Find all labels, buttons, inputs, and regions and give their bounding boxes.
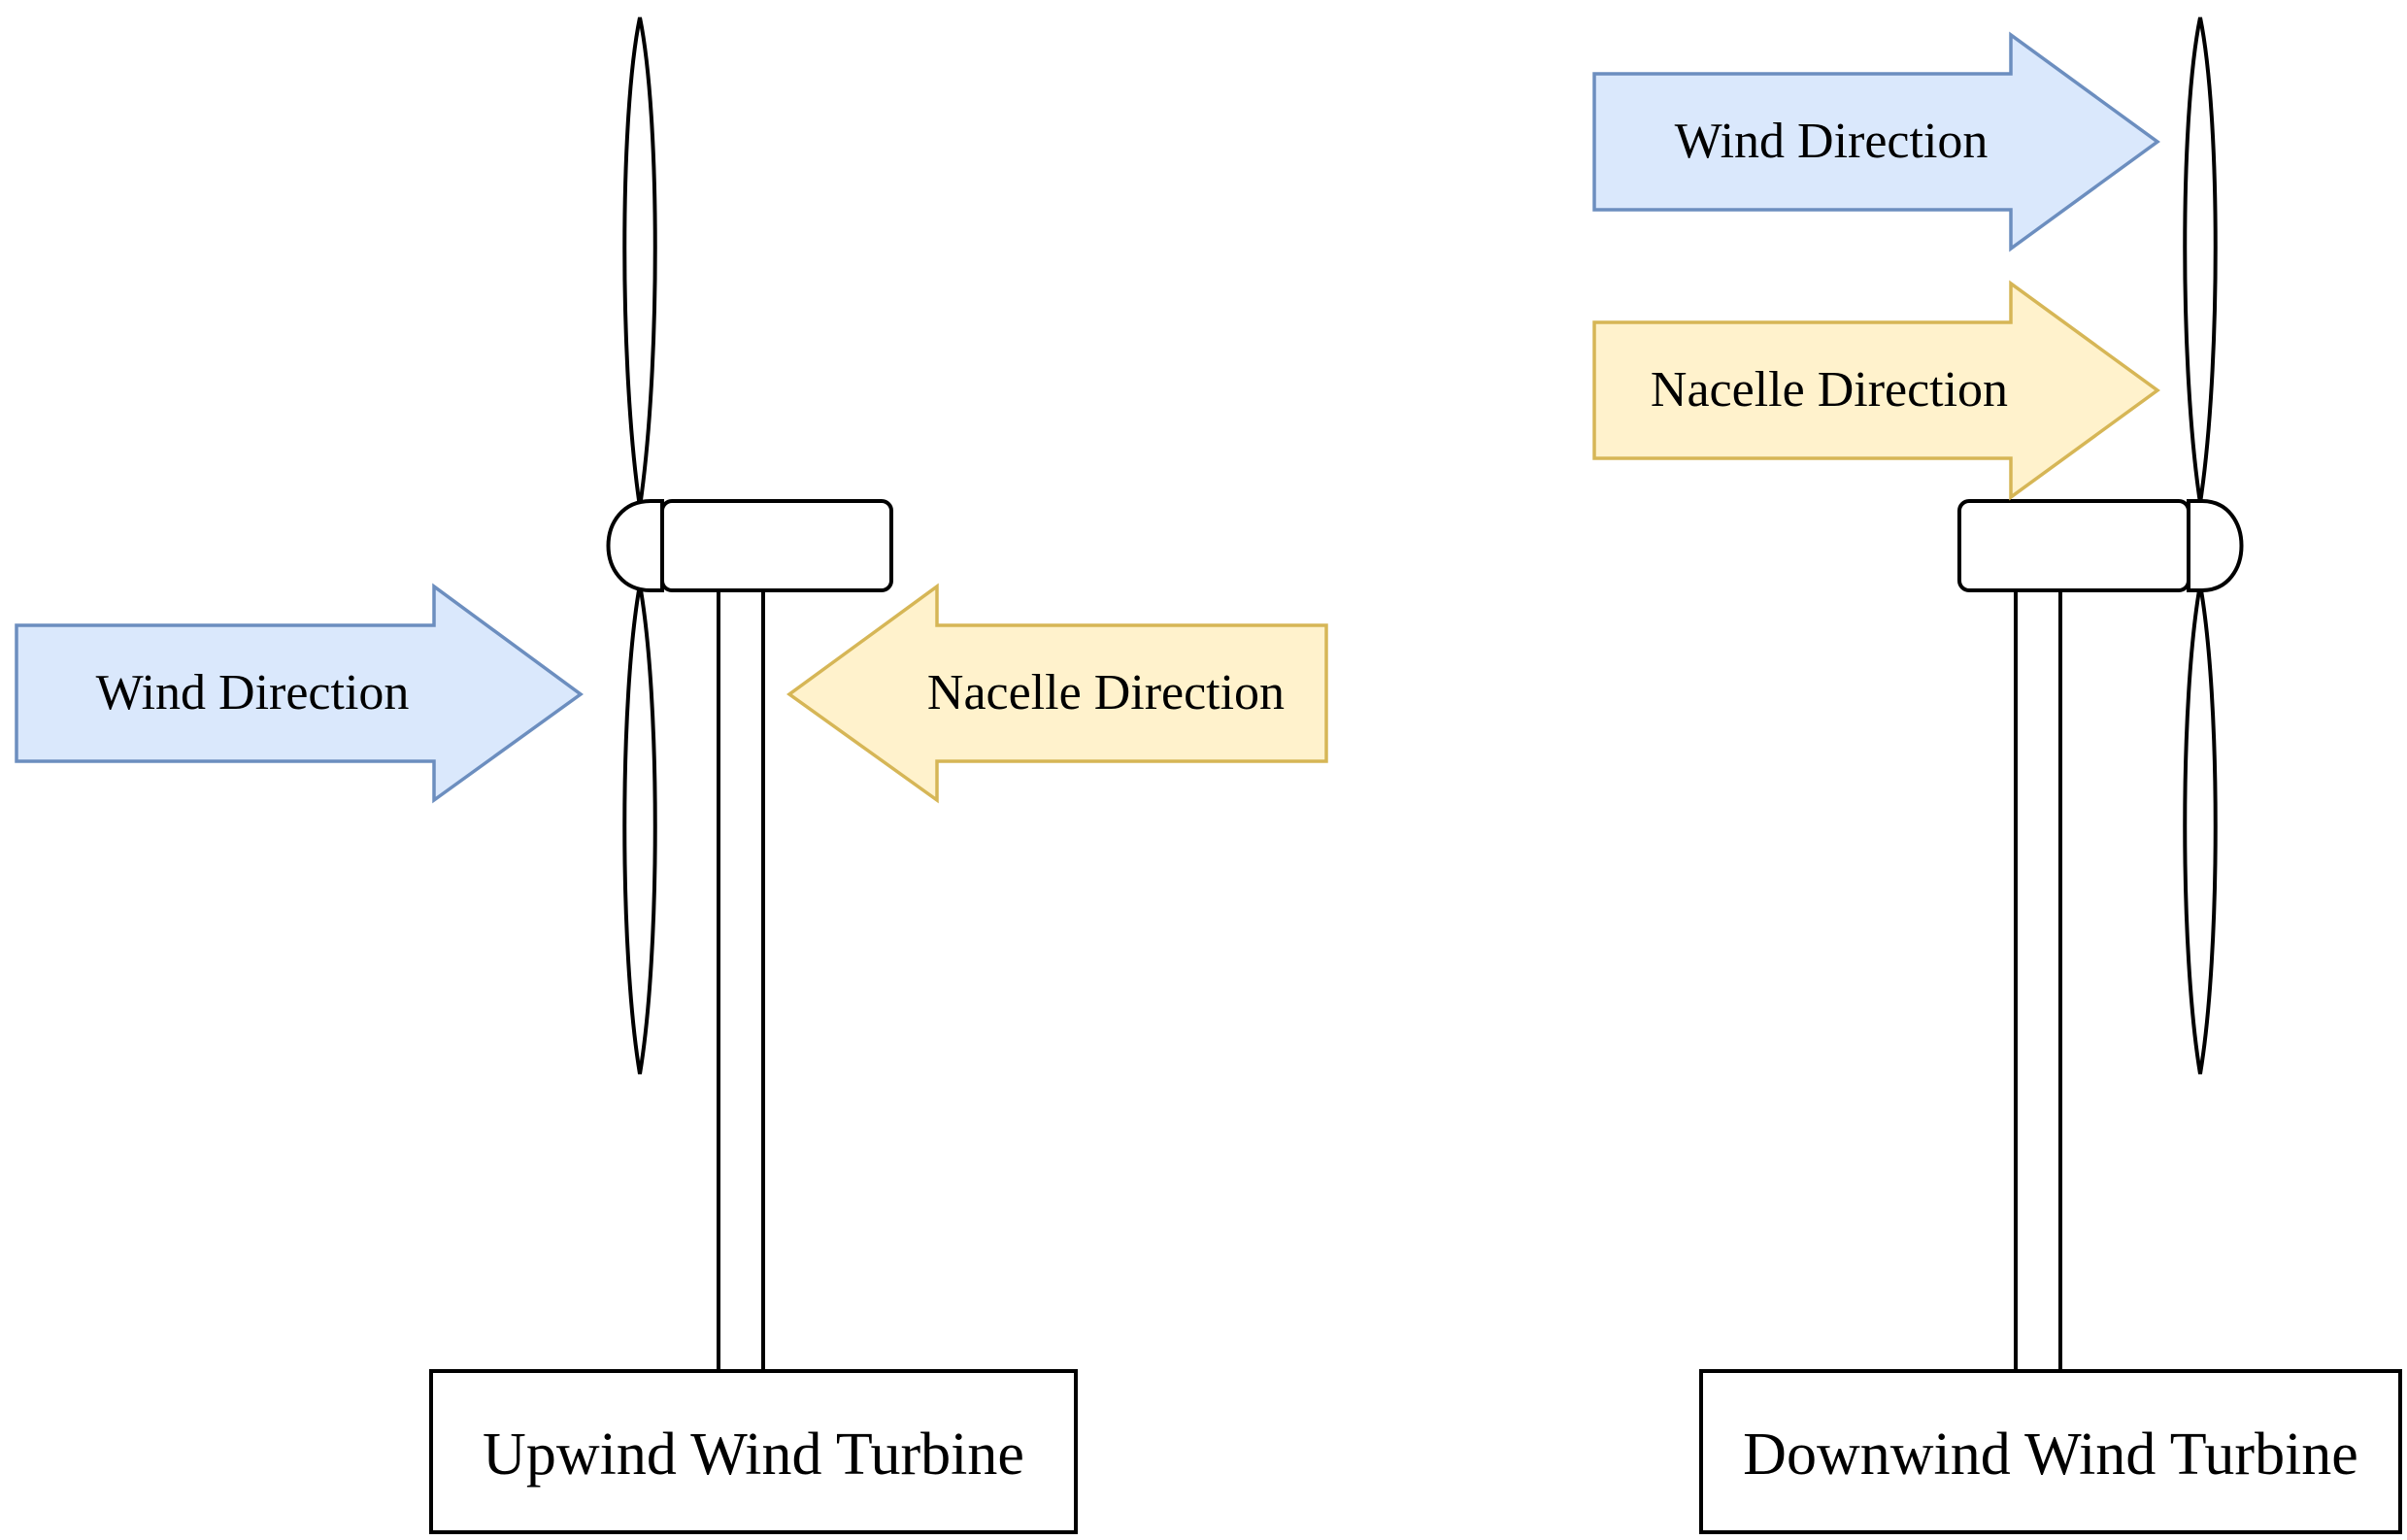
downwind-nacelle-arrow-label: Nacelle Direction bbox=[1651, 362, 2008, 418]
downwind-nacelle-arrow: Nacelle Direction bbox=[1592, 280, 2160, 501]
downwind-tower bbox=[2014, 586, 2062, 1373]
upwind-blade-top bbox=[622, 17, 657, 508]
upwind-nacelle-arrow-label: Nacelle Direction bbox=[927, 665, 1285, 720]
downwind-blade-bottom bbox=[2183, 584, 2218, 1075]
upwind-nacelle-arrow: Nacelle Direction bbox=[786, 583, 1328, 804]
downwind-nacelle bbox=[1957, 499, 2190, 592]
downwind-wind-arrow-label: Wind Direction bbox=[1675, 114, 1989, 169]
upwind-tower bbox=[717, 586, 765, 1373]
upwind-wind-arrow: Wind Direction bbox=[15, 583, 584, 804]
upwind-wind-arrow-label: Wind Direction bbox=[96, 665, 410, 720]
upwind-label: Upwind Wind Turbine bbox=[483, 1422, 1024, 1488]
downwind-nacelle-arrow-shape bbox=[1592, 280, 2160, 501]
upwind-hub bbox=[606, 499, 664, 592]
upwind-nacelle-arrow-shape bbox=[786, 583, 1328, 804]
upwind-wind-arrow-shape bbox=[15, 583, 584, 804]
downwind-hub bbox=[2187, 499, 2244, 592]
downwind-wind-arrow-shape bbox=[1592, 31, 2160, 252]
upwind-blade-bottom bbox=[622, 584, 657, 1075]
downwind-wind-arrow: Wind Direction bbox=[1592, 31, 2160, 252]
downwind-blade-top bbox=[2183, 17, 2218, 504]
downwind-label-box bbox=[1699, 1369, 2402, 1534]
downwind-label: Downwind Wind Turbine bbox=[1743, 1422, 2358, 1488]
downwind-turbine: Downwind Wind Turbine bbox=[1699, 17, 2402, 1534]
upwind-turbine: Upwind Wind Turbine bbox=[429, 17, 1078, 1534]
upwind-nacelle bbox=[660, 499, 893, 592]
upwind-label-box bbox=[429, 1369, 1078, 1534]
